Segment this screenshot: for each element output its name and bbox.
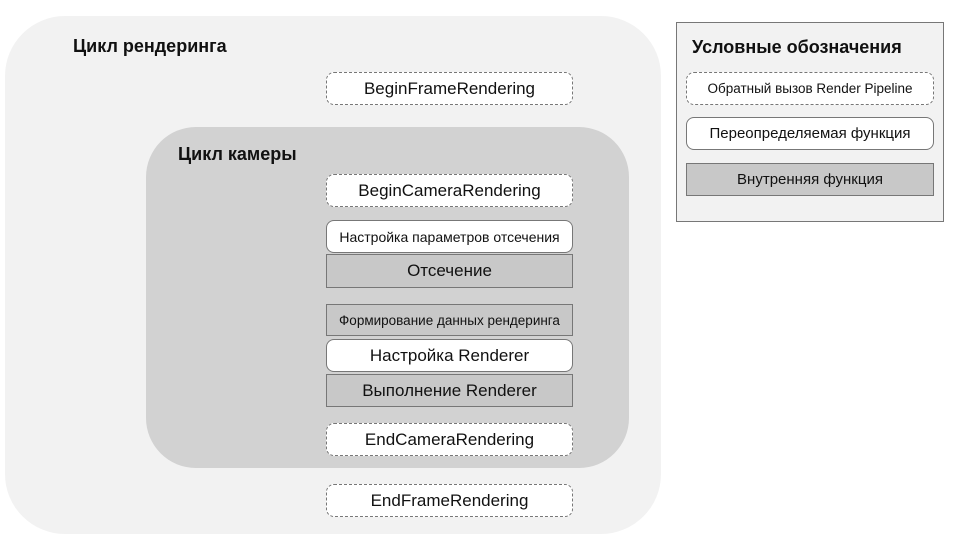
end-camera-rendering-node: EndCameraRendering [326, 423, 573, 456]
end-frame-rendering-node: EndFrameRendering [326, 484, 573, 517]
legend-title: Условные обозначения [692, 37, 902, 57]
begin-frame-rendering-node: BeginFrameRendering [326, 72, 573, 105]
legend-internal-item: Внутренняя функция [686, 163, 934, 196]
culling-node: Отсечение [326, 254, 573, 288]
renderer-execute-node: Выполнение Renderer [326, 374, 573, 407]
render-loop-title: Цикл рендеринга [73, 36, 227, 56]
render-data-node: Формирование данных рендеринга [326, 304, 573, 336]
culling-params-node: Настройка параметров отсечения [326, 220, 573, 253]
legend-override-item: Переопределяемая функция [686, 117, 934, 150]
camera-loop-title: Цикл камеры [178, 144, 297, 164]
legend-callback-item: Обратный вызов Render Pipeline [686, 72, 934, 105]
begin-camera-rendering-node: BeginCameraRendering [326, 174, 573, 207]
renderer-setup-node: Настройка Renderer [326, 339, 573, 372]
